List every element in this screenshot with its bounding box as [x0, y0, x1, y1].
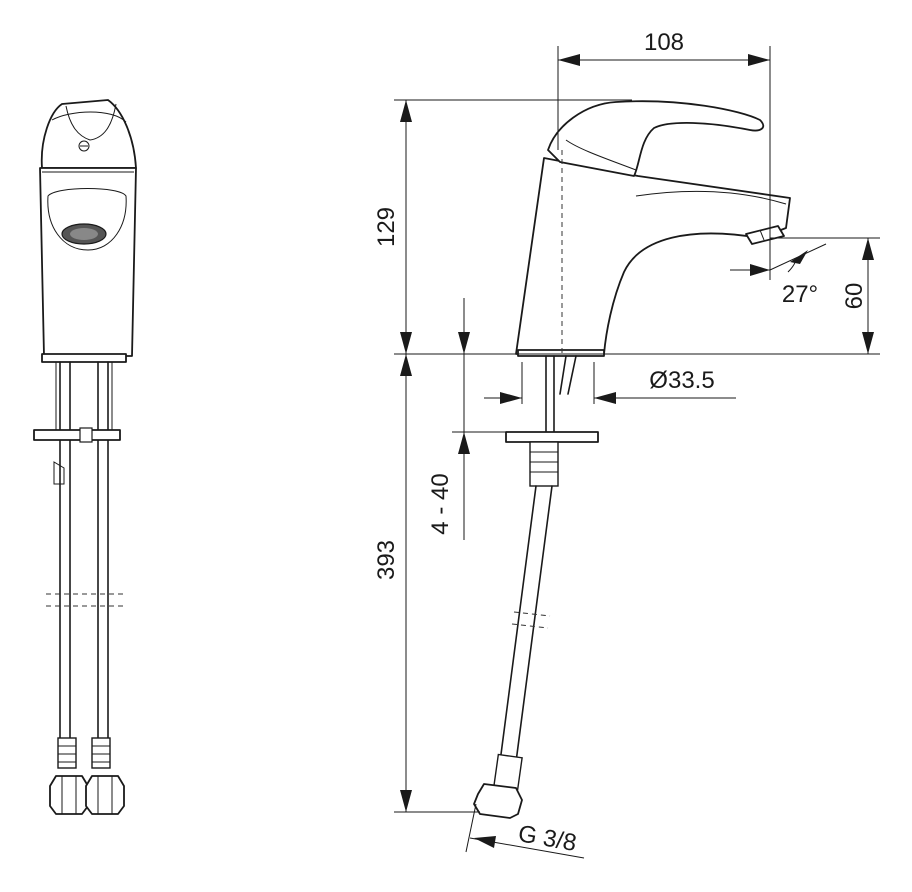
- front-hoses: [55, 361, 113, 759]
- front-body: [39, 167, 137, 357]
- front-base: [41, 353, 127, 363]
- dim-height-129: 129: [373, 207, 400, 247]
- front-nut-left: [49, 775, 89, 815]
- front-nut-right: [85, 775, 125, 815]
- side-view: [473, 100, 791, 819]
- spout-tip: [745, 225, 785, 245]
- dim-spout-60: 60: [841, 283, 868, 310]
- front-view: [33, 99, 137, 815]
- side-hose: [499, 485, 553, 763]
- front-handle-cap: [40, 99, 137, 169]
- side-nut: [529, 441, 559, 487]
- dim-diameter: Ø33.5: [649, 367, 714, 394]
- front-mount-plate: [33, 429, 121, 441]
- front-connectors: [49, 737, 125, 815]
- dim-thread: G 3/8: [516, 820, 578, 857]
- side-base: [517, 349, 605, 357]
- dim-hose-393: 393: [373, 540, 400, 580]
- side-body: [515, 157, 791, 355]
- side-bottom-nut: [473, 783, 523, 819]
- side-mount-plate: [505, 431, 599, 443]
- front-aerator-recess: [47, 188, 127, 251]
- dim-width-108: 108: [644, 29, 684, 56]
- dim-counter-thickness: 4 - 40: [427, 473, 454, 534]
- front-screw-icon: [78, 140, 90, 152]
- dim-angle-27: 27°: [782, 281, 818, 308]
- side-handle: [547, 100, 765, 177]
- dimension-lines: [394, 46, 880, 859]
